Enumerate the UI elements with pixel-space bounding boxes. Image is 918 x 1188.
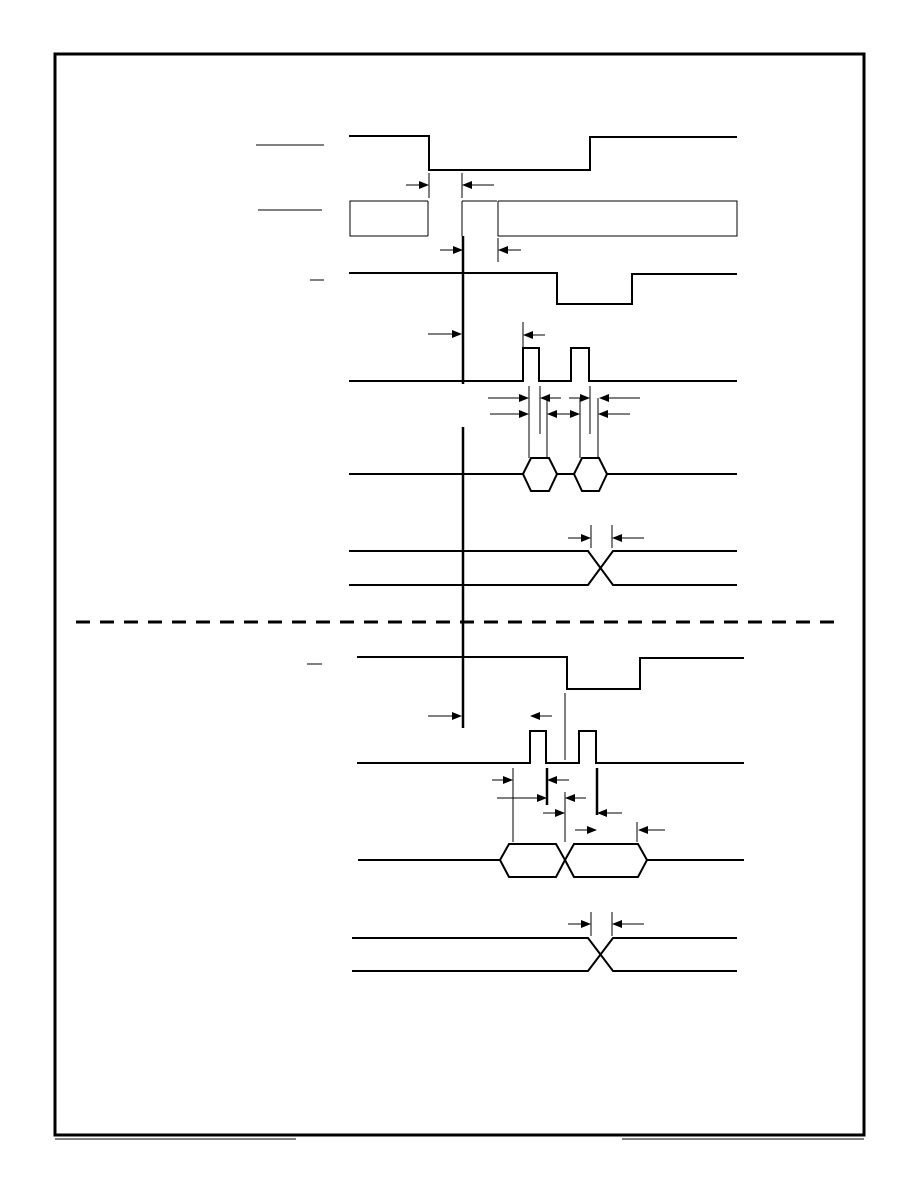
- timing-marker-3: [428, 322, 545, 348]
- waveform-6-crossing: [349, 550, 737, 586]
- waveform-4-clock: [349, 347, 737, 382]
- waveform-3: [349, 272, 737, 305]
- waveform-7: [357, 656, 744, 690]
- timing-marker-9: [568, 912, 644, 936]
- waveform-8-clock: [357, 730, 744, 764]
- timing-marker-1: [406, 173, 494, 198]
- waveform-10-crossing: [352, 937, 737, 972]
- waveform-2: [349, 200, 738, 237]
- timing-marker-8: [492, 768, 665, 842]
- waveform-9-data: [358, 843, 744, 878]
- timing-marker-2: [440, 238, 521, 262]
- page-frame: [53, 52, 866, 1137]
- timing-marker-4: [488, 386, 640, 458]
- waveform-1: [349, 135, 737, 171]
- timing-marker-5: [568, 525, 644, 548]
- waveform-5-data: [349, 457, 737, 492]
- timing-marker-7: [428, 693, 566, 760]
